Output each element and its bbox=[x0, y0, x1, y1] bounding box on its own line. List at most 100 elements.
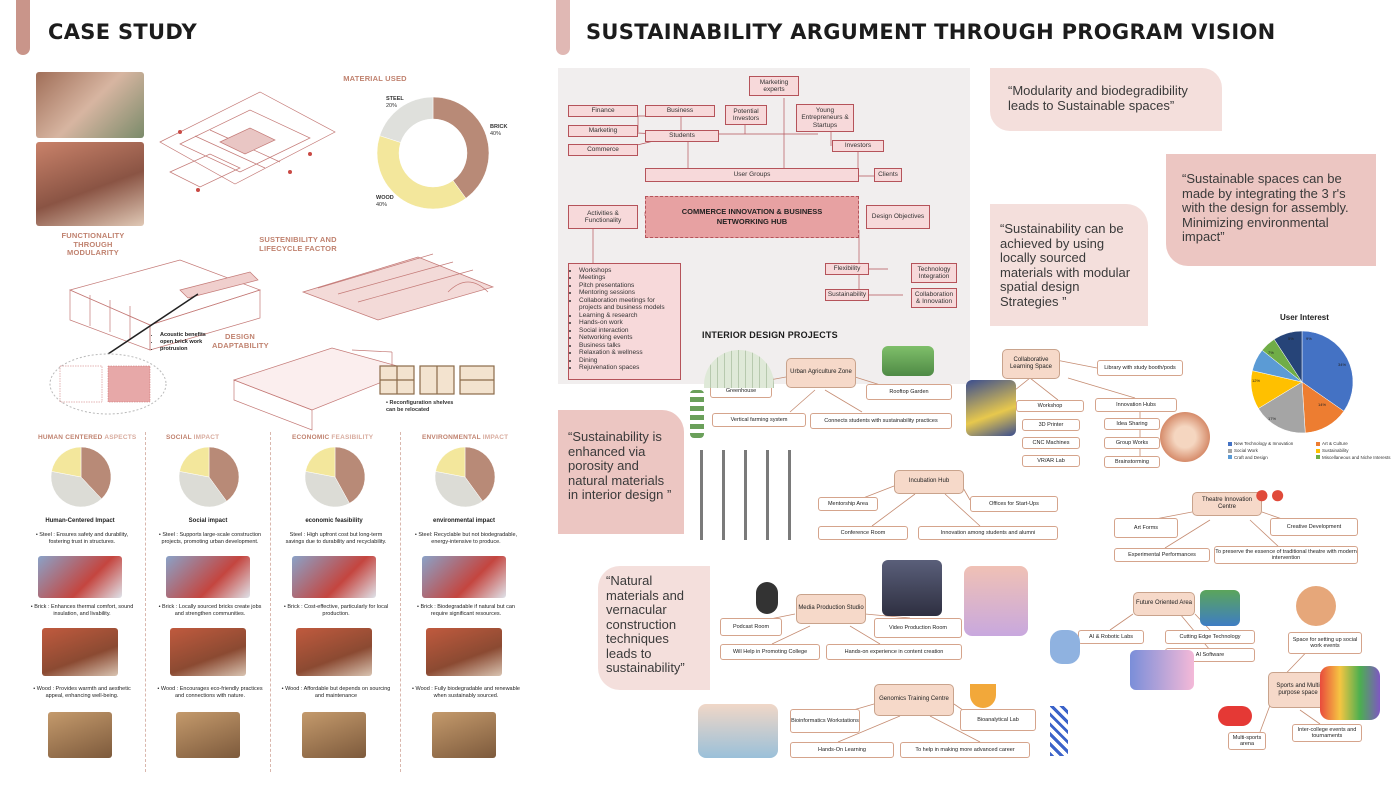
multi-sports-leaf: Multi-sports arena bbox=[1228, 732, 1266, 750]
art-forms-leaf: Art Forms bbox=[1114, 518, 1178, 538]
brick-interior-photo bbox=[36, 142, 144, 226]
activity-item: Business talks bbox=[579, 342, 678, 349]
rooftop-garden-leaf: Rooftop Garden bbox=[866, 384, 952, 400]
wood-note-2: • Wood : Affordable but depends on sourc… bbox=[281, 686, 391, 699]
creative-dev-leaf: Creative Development bbox=[1270, 518, 1358, 536]
aspect-slice-brick bbox=[80, 446, 112, 500]
legend-entry: Sustainability bbox=[1316, 448, 1398, 455]
design-adaptability-label: DESIGN ADAPTABILITY bbox=[212, 332, 269, 350]
activities-list: WorkshopsMeetingsPitch presentationsMent… bbox=[571, 267, 678, 372]
bullet-brick: open brick work bbox=[160, 339, 206, 346]
bullet-acoustic: Acoustic benefits bbox=[160, 332, 206, 339]
brick-note-0: • Brick : Enhances thermal comfort, soun… bbox=[30, 604, 134, 617]
node-flexibility: Flexibility bbox=[825, 263, 869, 275]
advanced-career-leaf: To help in making more advanced career bbox=[900, 742, 1030, 758]
dna-icon bbox=[1050, 706, 1068, 756]
tech-gear-illustration bbox=[1200, 590, 1240, 626]
node-investors: Investors bbox=[832, 140, 884, 152]
legend-entry: Art & Culture bbox=[1316, 441, 1398, 448]
activity-item: Pitch presentations bbox=[579, 282, 678, 289]
axonometric-site-drawing bbox=[159, 91, 336, 192]
interest-value-label: 5% bbox=[1288, 336, 1294, 341]
incubation-people-illustration bbox=[700, 450, 810, 540]
theatre-node: Theatre Innovation Centre bbox=[1192, 492, 1262, 516]
legend-swatch bbox=[1228, 448, 1232, 453]
legend-entry: New Technology & Innovation bbox=[1228, 441, 1310, 448]
conference-leaf: Conference Room bbox=[818, 526, 908, 540]
interest-value-label: 17% bbox=[1268, 416, 1277, 421]
interest-value-label: 9% bbox=[1306, 336, 1312, 341]
bioinformatics-leaf: Bioinformatics Workstations bbox=[790, 709, 860, 733]
hub-center-node: COMMERCE INNOVATION & BUSINESS NETWORKIN… bbox=[645, 196, 859, 238]
wood-note-0: • Wood : Provides warmth and aesthetic a… bbox=[33, 686, 131, 699]
aspect-slice-wood bbox=[305, 446, 336, 478]
aspect-slice-wood bbox=[51, 446, 82, 478]
genomics-node: Genomics Training Centre bbox=[874, 684, 954, 716]
wood-note-1: • Wood : Encourages eco-friendly practic… bbox=[157, 686, 263, 699]
column-title-1: Social impact bbox=[188, 518, 228, 524]
robot-icon bbox=[1050, 630, 1080, 664]
legend-swatch bbox=[1316, 455, 1320, 460]
activity-item: Dining bbox=[579, 357, 678, 364]
video-studio-illustration bbox=[882, 560, 942, 616]
table-tennis-icon bbox=[1218, 706, 1252, 726]
aspect-slice-steel bbox=[304, 471, 350, 508]
quote-porosity: “Sustainability is enhanced via porosity… bbox=[558, 410, 684, 534]
node-design-objectives: Design Objectives bbox=[866, 205, 930, 229]
material-donut-chart bbox=[376, 96, 490, 210]
node-commerce: Commerce bbox=[568, 144, 638, 156]
group-work-illustration bbox=[1160, 412, 1210, 462]
node-tech-integration: Technology Integration bbox=[911, 263, 957, 283]
node-clients: Clients bbox=[874, 168, 902, 182]
interior-projects-title: INTERIOR DESIGN PROJECTS bbox=[702, 330, 838, 340]
brainstorming-leaf: Brainstorming bbox=[1104, 456, 1160, 468]
steel-image-3 bbox=[422, 556, 506, 598]
bioanalytical-leaf: Bioanalytical Lab bbox=[960, 709, 1036, 731]
donut-slice-wood bbox=[376, 135, 467, 210]
social-work-leaf: Space for setting up social work events bbox=[1288, 632, 1362, 654]
aspect-pie-1 bbox=[178, 446, 240, 508]
node-students: Students bbox=[645, 130, 719, 142]
brick-note-2: • Brick : Cost-effective, particularly f… bbox=[283, 604, 389, 617]
steel-image-0 bbox=[38, 556, 122, 598]
column-divider-3 bbox=[400, 432, 401, 772]
aspect-pie-3 bbox=[434, 446, 496, 508]
brick-note-3: • Brick : Biodegradable if natural but c… bbox=[417, 604, 515, 617]
media-studio-node: Media Production Studio bbox=[796, 594, 866, 624]
quote-locally-sourced: “Sustainability can be achieved by using… bbox=[990, 204, 1148, 326]
node-young-entrepreneurs: Young Entrepreneurs & Startups bbox=[796, 104, 854, 132]
legend-swatch bbox=[1228, 441, 1232, 446]
quote-vernacular: “Natural materials and vernacular constr… bbox=[598, 566, 710, 690]
vertical-farming-leaf: Vertical farming system bbox=[712, 413, 806, 427]
donut-slice-steel bbox=[379, 96, 434, 143]
experimental-leaf: Experimental Performances bbox=[1114, 548, 1210, 562]
activity-item: Networking events bbox=[579, 334, 678, 341]
connect-students-leaf: Connects students with sustainability pr… bbox=[810, 413, 952, 429]
brick-note-1: • Brick : Locally sourced bricks create … bbox=[158, 604, 262, 617]
activity-item: Hands-on work bbox=[579, 319, 678, 326]
brick-image-3 bbox=[426, 628, 502, 676]
column-divider-1 bbox=[145, 432, 146, 772]
interest-slice bbox=[1258, 381, 1306, 434]
printer-leaf: 3D Printer bbox=[1022, 419, 1080, 431]
brick-image-2 bbox=[296, 628, 372, 676]
legend-swatch bbox=[1228, 455, 1232, 460]
steel-image-1 bbox=[166, 556, 250, 598]
library-leaf: Library with study booth/pods bbox=[1097, 360, 1183, 376]
lifecycle-roof-drawing bbox=[301, 253, 495, 321]
aspect-slice-steel bbox=[178, 471, 227, 508]
functionality-label: FUNCTIONALITY THROUGH MODULARITY bbox=[61, 231, 125, 258]
ai-labs-leaf: AI & Robotic Labs bbox=[1078, 630, 1144, 644]
modular-building-drawing bbox=[68, 259, 262, 351]
steel-image-2 bbox=[292, 556, 376, 598]
brick-circle-detail bbox=[49, 293, 199, 415]
case-study-title: CASE STUDY bbox=[48, 20, 198, 44]
preserve-theatre-leaf: To preserve the essence of traditional t… bbox=[1214, 546, 1358, 564]
reconfig-note: • Reconfiguration shelves can be relocat… bbox=[386, 400, 454, 413]
aspect-pie-0 bbox=[50, 446, 112, 508]
future-area-node: Future Oriented Area bbox=[1133, 592, 1195, 616]
agri-zone-node: Urban Agriculture Zone bbox=[786, 358, 856, 388]
column-header-3: ENVIRONMENTAL IMPACT bbox=[422, 434, 509, 441]
interest-slice bbox=[1273, 330, 1303, 383]
